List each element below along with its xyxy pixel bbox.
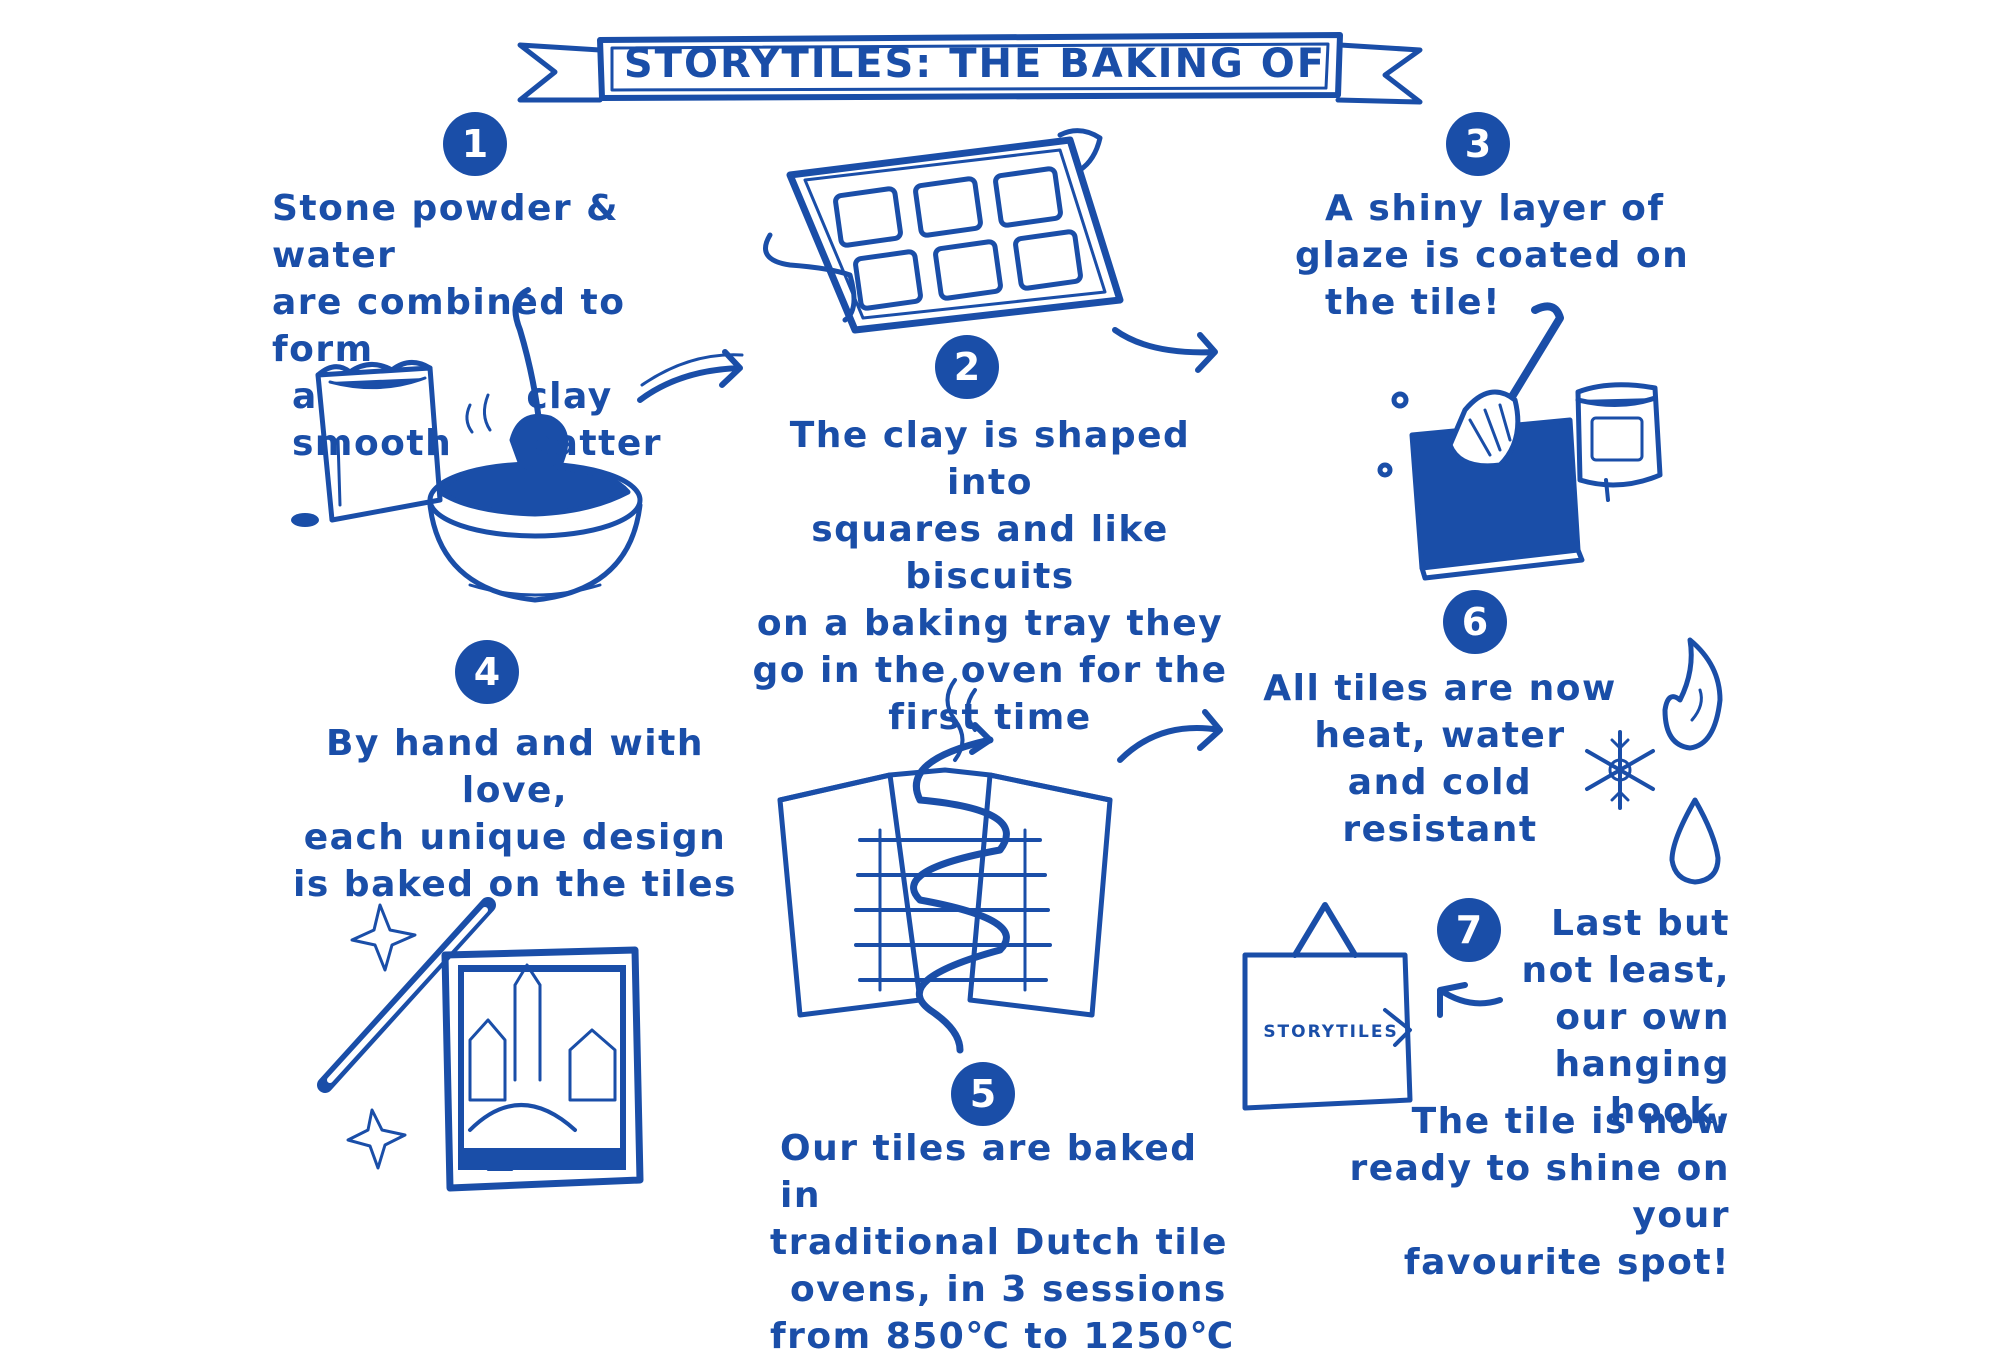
step-7-text-bottom: The tile is now ready to shine on your f… bbox=[1240, 1098, 1730, 1286]
step-5-line: ovens, in 3 sessions bbox=[790, 1269, 1227, 1310]
step-number-1: 1 bbox=[443, 112, 507, 176]
banner-icon bbox=[517, 32, 1423, 105]
step-1-line: clay batter bbox=[526, 376, 662, 464]
powder-bag-icon bbox=[291, 360, 443, 527]
step-2-text: The clay is shaped into squares and like… bbox=[740, 412, 1240, 741]
step-6-line: heat, water bbox=[1314, 715, 1566, 756]
step-1-line: Stone powder & water bbox=[272, 188, 620, 276]
step-7-line: hanging hook. bbox=[1554, 1044, 1730, 1132]
step-6-text: All tiles are now heat, water and cold r… bbox=[1250, 665, 1630, 853]
water-drop-icon bbox=[1669, 797, 1721, 885]
brush-icon bbox=[1377, 302, 1585, 581]
flame-icon bbox=[1662, 637, 1723, 751]
arrow-icon bbox=[1437, 982, 1503, 1018]
arrow-icon bbox=[637, 349, 743, 403]
step-6-line: and cold bbox=[1347, 762, 1533, 803]
arrow-icon bbox=[1112, 327, 1218, 373]
step-number-6: 6 bbox=[1443, 590, 1507, 654]
step-7-line: favourite spot! bbox=[1403, 1242, 1730, 1283]
step-1-text: Stone powder & water are combined to for… bbox=[272, 185, 732, 467]
step-2-line: first time bbox=[888, 697, 1092, 738]
step-5-text: Our tiles are baked in traditional Dutch… bbox=[770, 1125, 1240, 1360]
step-7-line: not least, bbox=[1521, 950, 1730, 991]
step-7-line: our own bbox=[1555, 997, 1730, 1038]
step-2-line: The clay is shaped into bbox=[789, 415, 1191, 503]
step-4-line: By hand and with love, bbox=[326, 723, 704, 811]
step-6-line: resistant bbox=[1342, 809, 1538, 850]
spoon-icon bbox=[465, 287, 569, 474]
step-2-line: go in the oven for the bbox=[752, 650, 1228, 691]
snowflake-icon bbox=[1585, 730, 1655, 810]
step-2-line: on a baking tray they bbox=[756, 603, 1224, 644]
baking-tray-icon bbox=[763, 128, 1124, 334]
step-number-4: 4 bbox=[455, 640, 519, 704]
bag-label: STORYTILES bbox=[1263, 1022, 1399, 1042]
step-number-5: 5 bbox=[951, 1062, 1015, 1126]
step-5-line: traditional Dutch tile bbox=[770, 1222, 1228, 1263]
step-7-line: The tile is now bbox=[1411, 1101, 1730, 1142]
step-4-text: By hand and with love, each unique desig… bbox=[280, 720, 750, 908]
step-2-line: squares and like biscuits bbox=[811, 509, 1169, 597]
step-number-2: 2 bbox=[935, 335, 999, 399]
step-6-line: All tiles are now bbox=[1263, 668, 1617, 709]
page-title: STORYTILES: THE BAKING OF bbox=[623, 41, 1327, 87]
step-3-line: A shiny layer of bbox=[1325, 188, 1665, 229]
step-3-line: the tile! bbox=[1325, 282, 1502, 323]
step-5-line: from 850℃ to 1250℃ bbox=[770, 1316, 1235, 1357]
step-7-line: ready to shine on your bbox=[1349, 1148, 1730, 1236]
arrow-icon bbox=[1117, 709, 1223, 763]
step-1-line: are combined to form bbox=[272, 282, 626, 370]
mixing-bowl-icon bbox=[427, 461, 643, 603]
step-5-line: Our tiles are baked in bbox=[780, 1128, 1198, 1216]
step-7-line: Last but bbox=[1550, 903, 1730, 944]
step-number-7: 7 bbox=[1437, 898, 1501, 962]
step-number-3: 3 bbox=[1446, 112, 1510, 176]
arrow-icon bbox=[640, 353, 744, 387]
step-3-text: A shiny layer of glaze is coated on the … bbox=[1295, 185, 1715, 326]
step-4-line: each unique design bbox=[303, 817, 727, 858]
gift-bag-icon bbox=[1242, 902, 1413, 1111]
step-1-line: a smooth bbox=[292, 376, 453, 464]
glaze-jar-icon bbox=[1575, 382, 1663, 502]
magic-wand-icon bbox=[317, 897, 496, 1170]
painted-tile-icon bbox=[441, 946, 644, 1192]
step-4-line: is baked on the tiles bbox=[293, 864, 737, 905]
oven-icon bbox=[777, 678, 1113, 1054]
step-3-line: glaze is coated on bbox=[1295, 235, 1690, 276]
step-7-text-top: Last but not least, our own hanging hook… bbox=[1440, 900, 1730, 1135]
